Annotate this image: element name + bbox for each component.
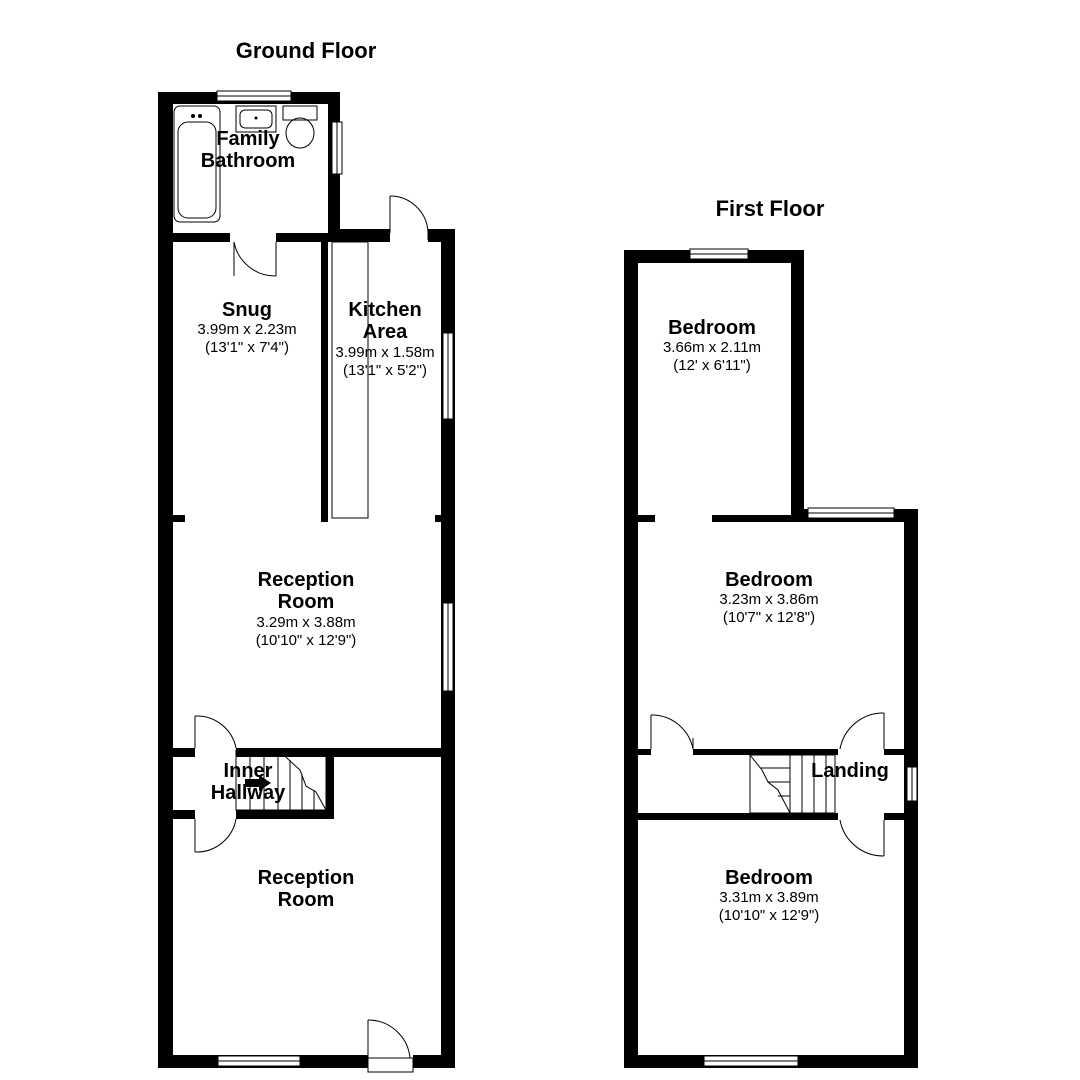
wall-kitchen-top [328,229,390,242]
wall-hall-top-left [173,748,195,757]
label-bathroom-line2: Bathroom [201,150,295,172]
wall-ff-partition-left [638,515,655,522]
door-front [367,1057,414,1073]
first-floor: First Floor [624,196,918,1068]
dim-kitchen-metric: 3.99m x 1.58m [335,344,434,361]
wall-ff-landing-top-mid [693,749,838,755]
label-bedroom-front: Bedroom [725,867,813,889]
wall-bottom-right [413,1055,455,1068]
first-floor-labels: Bedroom 3.66m x 2.11m (12' x 6'11") Bedr… [663,317,889,924]
dim-bedroom-middle-metric: 3.23m x 3.86m [719,591,818,608]
dim-reception-rear-imperial: (10'10" x 12'9") [256,632,357,649]
wall-ff-landing-top-left [638,749,651,755]
wall-left [158,92,173,1068]
kitchen-worktop [331,241,369,519]
first-floor-stairs [749,754,836,814]
wall-ff-rear-right [791,250,804,522]
stair-direction-arrow-icon [245,775,271,791]
dim-snug-metric: 3.99m x 2.23m [197,321,296,338]
ground-floor-windows [216,90,454,1067]
wall-ff-partition-right [712,515,804,522]
wall-bathroom-bottom-left [173,233,230,242]
dim-bedroom-middle-imperial: (10'7" x 12'8") [723,609,815,626]
label-landing: Landing [811,760,889,782]
label-reception-front-line2: Room [278,889,335,911]
label-bedroom-middle: Bedroom [725,569,813,591]
label-inner-hallway-line2: Hallway [211,782,286,804]
label-kitchen-line1: Kitchen [348,299,421,321]
ground-floor: Ground Floor [158,38,455,1073]
first-floor-title: First Floor [716,196,825,221]
bath-fixture [173,105,221,223]
label-kitchen-line2: Area [363,321,408,343]
wall-stair-right [326,757,334,819]
wall-snug-kitchen [321,242,328,522]
label-inner-hallway-line1: Inner [224,760,273,782]
wall-hall-bottom-right [236,810,334,819]
toilet-fixture [282,105,318,121]
label-reception-rear-line1: Reception [258,569,355,591]
first-floor-windows [689,248,918,1067]
wall-ff-landing-bottom-left [638,813,838,820]
dim-snug-imperial: (13'1" x 7'4") [205,339,289,356]
label-bathroom-line1: Family [216,128,280,150]
wall-ff-left [624,250,638,1068]
first-floor-doors [650,712,885,857]
wall-hall-top-right [236,748,441,757]
ground-floor-fixtures [173,105,369,811]
wall-stub-left [173,515,185,522]
ground-floor-doors [194,195,429,1073]
label-snug: Snug [222,299,272,321]
wall-hall-bottom-left [173,810,195,819]
dim-bedroom-rear-metric: 3.66m x 2.11m [663,339,761,356]
ground-stairs [235,749,327,811]
wall-bathroom-bottom-right [276,233,340,242]
sink-fixture [235,105,277,133]
dim-bedroom-front-metric: 3.31m x 3.89m [719,889,818,906]
wall-ff-landing-top-right [884,749,904,755]
wall-ff-landing-bottom-right [884,813,904,820]
label-bedroom-rear: Bedroom [668,317,756,339]
first-floor-walls [624,250,918,1068]
dim-reception-rear-metric: 3.29m x 3.88m [256,614,355,631]
ground-floor-labels: Family Bathroom Snug 3.99m x 2.23m (13'1… [197,128,434,911]
dim-kitchen-imperial: (13'1" x 5'2") [343,362,427,379]
label-reception-rear-line2: Room [278,591,335,613]
ground-floor-title: Ground Floor [236,38,377,63]
dim-bedroom-front-imperial: (10'10" x 12'9") [719,907,820,924]
dim-bedroom-rear-imperial: (12' x 6'11") [673,357,750,374]
label-reception-front-line1: Reception [258,867,355,889]
wall-stub-right [435,515,441,522]
